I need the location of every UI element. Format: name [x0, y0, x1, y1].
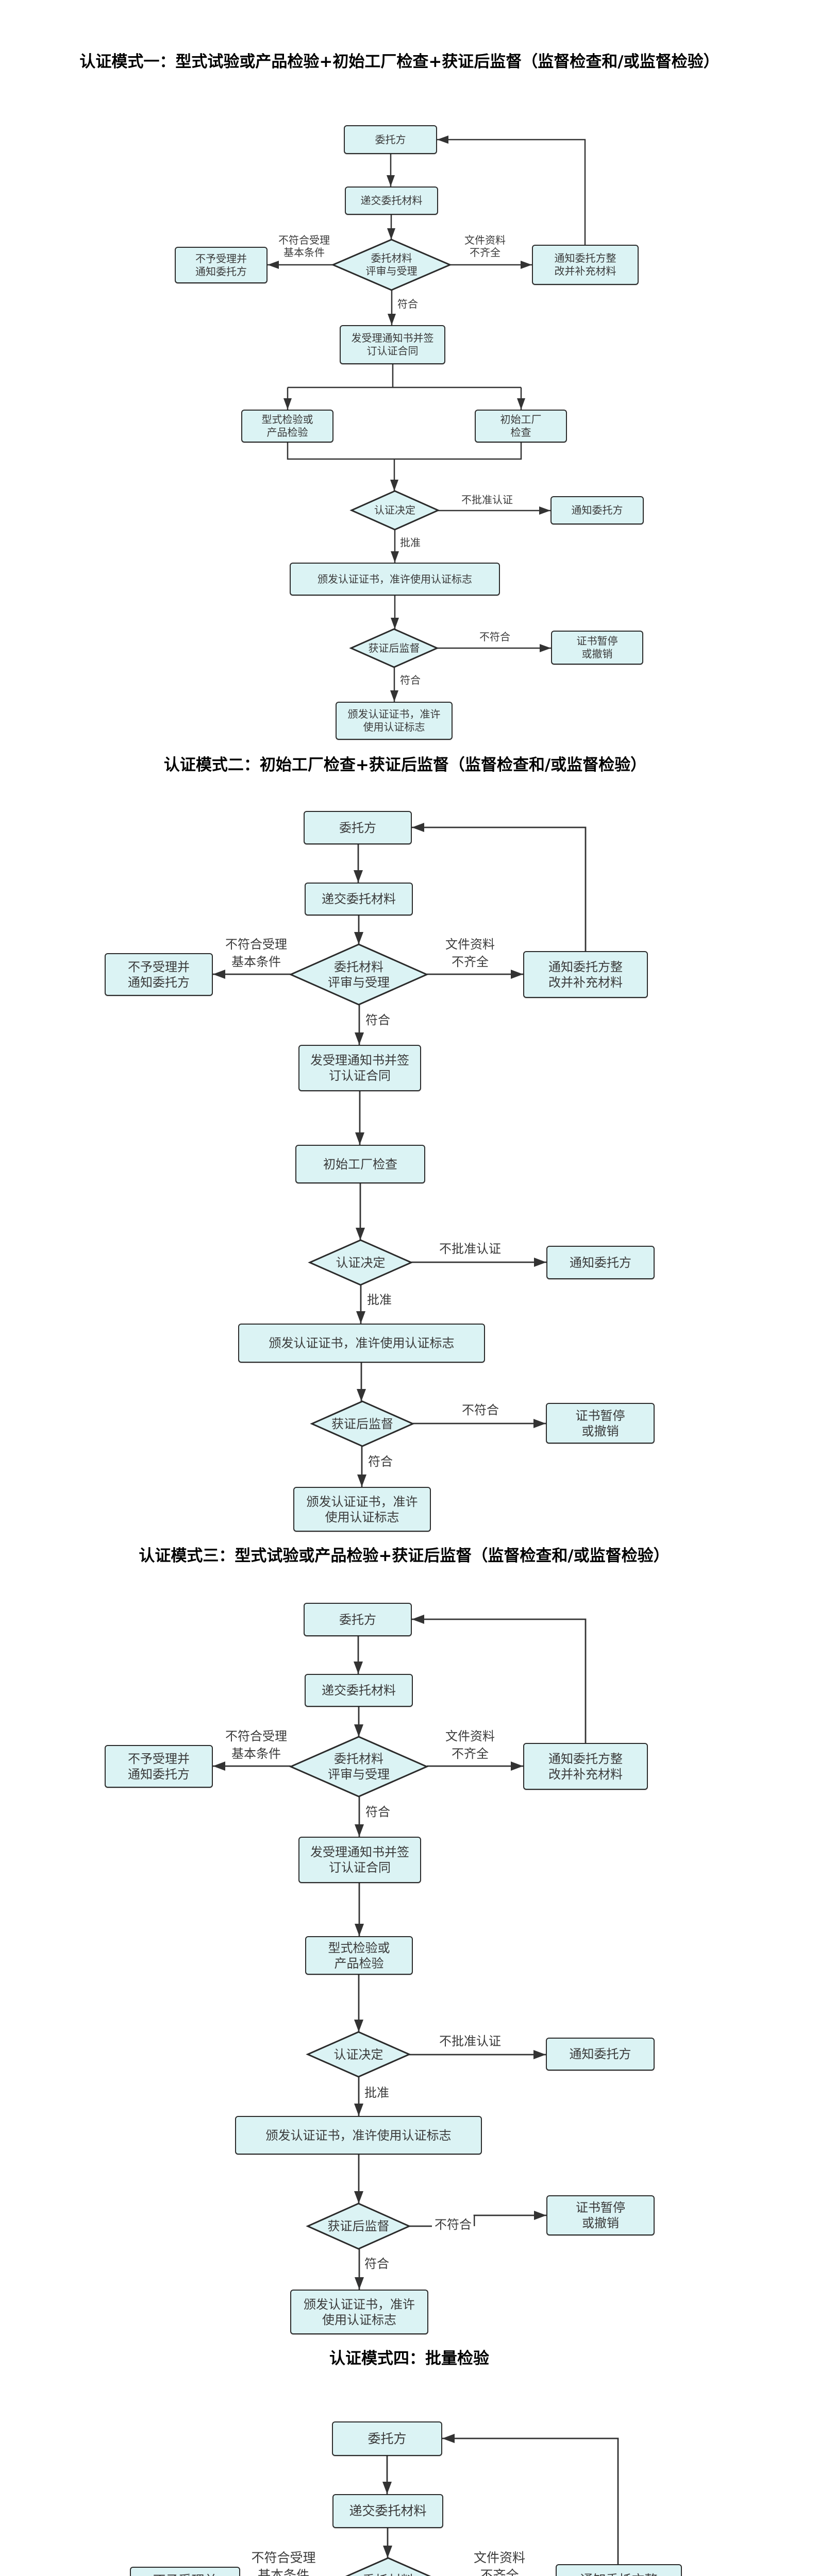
accept-contract-box: 发受理通知书并签 订认证合同: [298, 1045, 421, 1091]
edge-label-conform: 符合: [368, 1454, 393, 1469]
edge-label-conform-review: 符合: [397, 298, 418, 310]
surveillance-decision-label: 获证后监督: [331, 1416, 393, 1431]
edge-label-not-meet-basic: 不符合受理 基本条件: [251, 2550, 316, 2576]
mode-1-title: 认证模式一：型式试验或产品检验+初始工厂检查+获证后监督（监督检查和/或监督检验…: [79, 53, 720, 71]
edge-label-nonconform: 不符合: [479, 631, 510, 643]
issue-certificate-final-box: 颁发认证证书，准许 使用认证标志: [293, 1487, 431, 1532]
factory-inspection-box: 初始工厂 检查: [475, 410, 567, 443]
edge-rectify-to-client: [412, 1615, 587, 1743]
review-decision-label: 委托材料 评审与受理: [365, 252, 418, 277]
review-decision: 委托材料 评审与受理: [319, 2558, 457, 2576]
reject-box: 不予受理并 通知委托方: [105, 1745, 213, 1788]
notify-client-box: 通知委托方: [546, 2038, 655, 2071]
client-box: 委托方: [304, 1603, 412, 1636]
issue-certificate-box: 颁发认证证书，准许使用认证标志: [238, 1324, 485, 1363]
accept-contract-box: 发受理通知书并签 订认证合同: [298, 1837, 421, 1883]
diamond-shape: [308, 2032, 409, 2077]
certification-decision-label: 认证决定: [333, 2047, 383, 2062]
issue-certificate-box: 颁发认证证书，准许使用认证标志: [290, 563, 500, 596]
reject-box: 不予受理并 通知委托方: [175, 247, 268, 283]
diamond-shape: [319, 2558, 457, 2576]
post-certification-surveillance-decision: 获证后监督: [351, 629, 437, 667]
diamond-shape: [352, 491, 438, 530]
edge-label-conform-review: 符合: [365, 1805, 390, 1819]
certification-decision: 认证决定: [352, 491, 438, 530]
surveillance-decision-label: 获证后监督: [368, 641, 420, 654]
edge-label-not-meet-basic: 不符合受理 基本条件: [225, 937, 287, 969]
client-box: 委托方: [332, 2421, 442, 2456]
diamond-shape: [308, 2204, 409, 2249]
review-decision-label: 委托材料 评审与受理: [328, 1752, 390, 1782]
review-decision: 委托材料 评审与受理: [291, 1737, 427, 1797]
submit-materials-box: 递交委托材料: [305, 883, 413, 916]
certification-decision-label: 认证决定: [336, 1255, 386, 1270]
certification-decision: 认证决定: [310, 1240, 411, 1285]
edge-label-conform: 符合: [364, 2257, 389, 2271]
notify-client-box: 通知委托方: [550, 496, 644, 524]
review-decision: 委托材料 评审与受理: [291, 944, 427, 1005]
edge-label-not-approved: 不批准认证: [439, 2034, 501, 2048]
reject-box: 不予受理并 通知委托方: [130, 2567, 240, 2576]
edge-rectify-to-client: [437, 135, 586, 245]
accept-contract-box: 发受理通知书并签 订认证合同: [340, 325, 445, 364]
post-certification-surveillance-decision: 获证后监督: [308, 2204, 409, 2249]
notify-client-box: 通知委托方: [546, 1246, 655, 1279]
type-test-box: 型式检验或 产品检验: [241, 410, 333, 443]
surveillance-decision-label: 获证后监督: [327, 2219, 390, 2233]
edge-rectify-to-client: [412, 823, 587, 951]
review-decision: 委托材料 评审与受理: [333, 240, 450, 290]
edge-label-nonconform: 不符合: [432, 2216, 474, 2233]
edge-label-approved: 批准: [400, 536, 421, 549]
submit-materials-box: 递交委托材料: [305, 1674, 413, 1707]
edge-label-incomplete: 文件资料 不齐全: [464, 234, 506, 259]
edge-rectify-to-client: [442, 2434, 619, 2564]
submit-materials-box: 递交委托材料: [332, 2494, 443, 2528]
edge-label-nonconform: 不符合: [462, 1403, 499, 1417]
mode-3-title: 认证模式三：型式试验或产品检验+获证后监督（监督检查和/或监督检验）: [139, 1547, 670, 1565]
suspend-revoke-box: 证书暂停 或撤销: [551, 631, 643, 665]
review-decision-label: 委托材料 评审与受理: [328, 959, 390, 990]
diamond-shape: [310, 1240, 411, 1285]
edge-label-not-meet-basic: 不符合受理 基本条件: [225, 1729, 287, 1761]
edge-label-conform-review: 符合: [365, 1013, 390, 1027]
submit-materials-box: 递交委托材料: [345, 187, 438, 215]
client-box: 委托方: [304, 811, 412, 844]
edge-label-incomplete: 文件资料 不齐全: [445, 937, 495, 969]
certification-decision-label: 认证决定: [374, 504, 415, 516]
rectify-box: 通知委托方整 改并补充材料: [532, 245, 639, 285]
issue-certificate-box: 颁发认证证书，准许使用认证标志: [235, 2116, 482, 2155]
edge-label-approved: 批准: [367, 1293, 392, 1307]
rectify-box: 通知委托方整 改并补充材料: [523, 1743, 648, 1790]
type-test-box: 型式检验或 产品检验: [305, 1936, 413, 1975]
edge-merge-bar: [287, 443, 522, 460]
certification-decision: 认证决定: [308, 2032, 409, 2077]
client-box: 委托方: [344, 125, 437, 154]
edge-label-incomplete: 文件资料 不齐全: [473, 2550, 525, 2576]
issue-certificate-final-box: 颁发认证证书，准许 使用认证标志: [290, 2290, 428, 2334]
suspend-revoke-box: 证书暂停 或撤销: [546, 2195, 655, 2235]
edge-label-incomplete: 文件资料 不齐全: [445, 1729, 495, 1761]
edge-label-not-approved: 不批准认证: [461, 494, 513, 506]
rectify-box: 通知委托方整 改并补充材料: [556, 2564, 682, 2576]
diamond-shape: [351, 629, 437, 667]
diamond-shape: [333, 240, 450, 290]
review-decision-label: 委托材料 评审与受理: [356, 2572, 420, 2576]
diamond-shape: [312, 1401, 413, 1446]
edge-label-conform: 符合: [400, 674, 421, 686]
suspend-revoke-box: 证书暂停 或撤销: [546, 1403, 655, 1444]
issue-certificate-final-box: 颁发认证证书，准许 使用认证标志: [336, 702, 453, 740]
mode-2-title: 认证模式二：初始工厂检查+获证后监督（监督检查和/或监督检验）: [163, 756, 647, 774]
diamond-shape: [291, 944, 427, 1005]
edge-label-not-approved: 不批准认证: [439, 1242, 501, 1256]
diamond-shape: [291, 1737, 427, 1797]
post-certification-surveillance-decision: 获证后监督: [312, 1401, 413, 1446]
factory-inspection-box: 初始工厂检查: [295, 1145, 425, 1183]
edge-label-not-meet-basic: 不符合受理 基本条件: [278, 234, 330, 259]
mode-4-title: 认证模式四：批量检验: [329, 2349, 489, 2368]
edge-label-approved: 批准: [364, 2086, 389, 2100]
edge-surveillance-to-suspend: [473, 2211, 546, 2226]
rectify-box: 通知委托方整 改并补充材料: [523, 951, 648, 998]
reject-box: 不予受理并 通知委托方: [105, 953, 213, 996]
